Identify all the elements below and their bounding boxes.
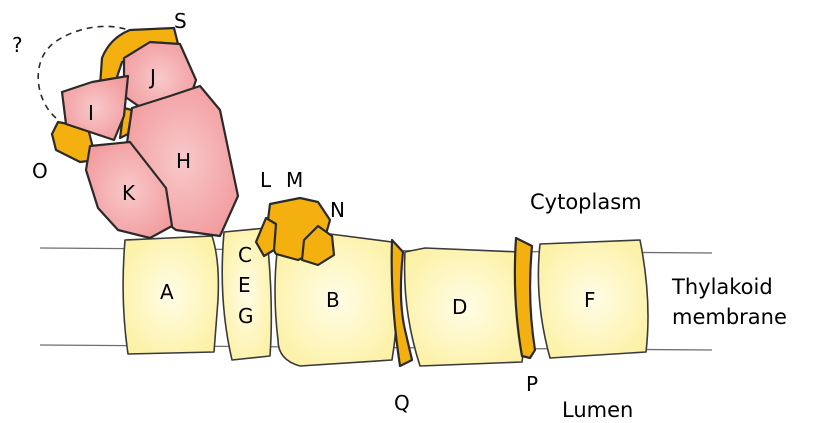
label-M: M — [286, 168, 303, 192]
label-question: ? — [12, 33, 23, 57]
label-lumen: Lumen — [562, 398, 633, 422]
label-D: D — [452, 295, 467, 319]
label-membrane: membrane — [672, 305, 787, 329]
label-J: J — [148, 65, 156, 89]
label-N: N — [330, 198, 345, 222]
label-O: O — [32, 159, 48, 183]
label-L: L — [260, 168, 272, 192]
label-F: F — [584, 288, 596, 312]
label-S: S — [174, 9, 187, 33]
label-cytoplasm: Cytoplasm — [530, 190, 642, 214]
label-B: B — [326, 288, 340, 312]
label-Q: Q — [394, 391, 410, 415]
label-H: H — [176, 149, 191, 173]
label-I: I — [88, 101, 94, 125]
label-E: E — [238, 273, 251, 297]
label-C: C — [238, 243, 252, 267]
label-A: A — [160, 280, 174, 304]
label-G: G — [238, 304, 254, 328]
label-P: P — [526, 372, 538, 396]
label-thylakoid: Thylakoid — [671, 275, 773, 299]
label-K: K — [122, 181, 136, 205]
